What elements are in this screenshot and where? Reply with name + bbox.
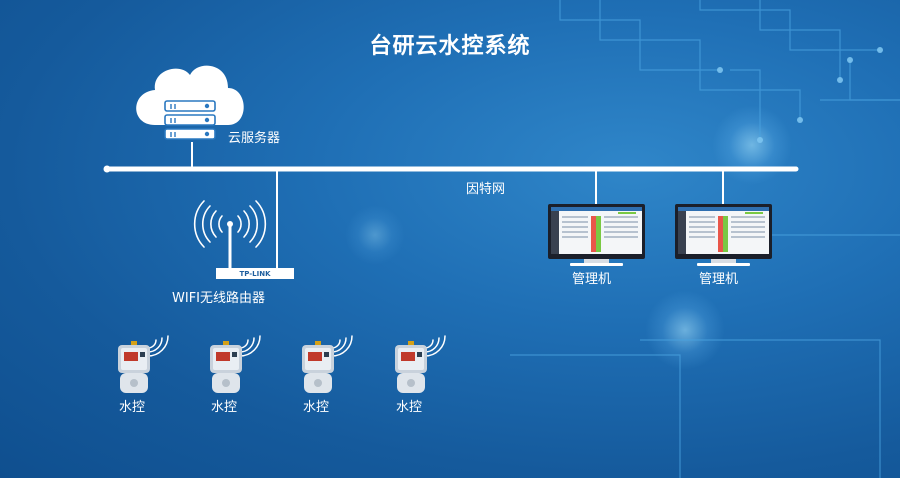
internet-label: 因特网 <box>466 182 506 197</box>
light-glow <box>345 205 405 265</box>
cloud-server-label: 云服务器 <box>228 131 281 146</box>
router-label: WIFI无线路由器 <box>172 291 265 306</box>
water-control-label: 水控 <box>396 400 423 415</box>
cloud-server-icon <box>136 65 244 140</box>
water-control-device-icon <box>395 335 446 393</box>
water-control-label: 水控 <box>303 400 330 415</box>
water-control-label: 水控 <box>211 400 238 415</box>
wifi-router-icon <box>193 200 294 279</box>
page-title: 台研云水控系统 <box>369 34 531 59</box>
circuit-decoration <box>510 0 900 478</box>
water-control-device-icon <box>210 335 261 393</box>
light-glow <box>645 290 725 370</box>
manager-computer-icon <box>548 204 645 266</box>
router-brand-label: TP-LINK <box>239 270 271 278</box>
light-glow <box>712 105 792 185</box>
manager-label: 管理机 <box>572 272 612 287</box>
manager-label: 管理机 <box>699 272 739 287</box>
manager-computer-icon <box>675 204 772 266</box>
water-control-device-icon <box>118 335 169 393</box>
water-control-device-icon <box>302 335 353 393</box>
internet-backbone <box>103 142 799 268</box>
water-control-label: 水控 <box>119 400 146 415</box>
circuit-nodes <box>717 47 883 143</box>
